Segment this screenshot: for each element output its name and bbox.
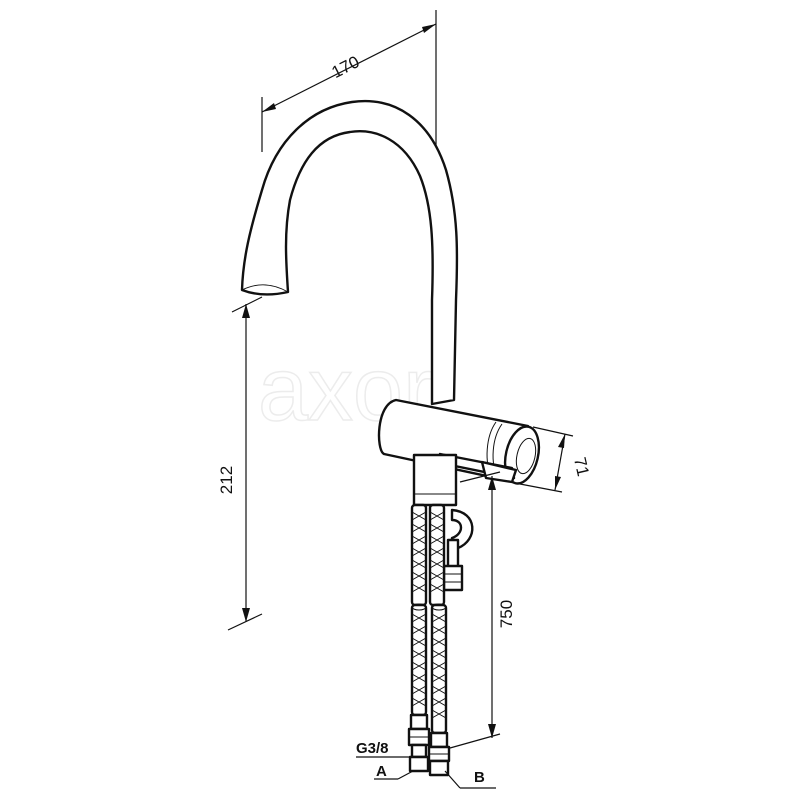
dimension-750 [449, 471, 501, 749]
lever-handle [438, 452, 518, 484]
mounting-shank [412, 453, 474, 592]
dimension-212-label: 212 [217, 466, 236, 494]
dimension-170-label: 170 [329, 52, 363, 82]
dimension-212 [227, 296, 263, 631]
fitting-a [407, 713, 431, 773]
dimension-71-label: 71 [570, 455, 593, 478]
fitting-b [427, 731, 451, 777]
connection-a-callout [374, 770, 414, 780]
dimension-170 [261, 10, 437, 152]
spout [240, 99, 459, 406]
thread-label: G3/8 [356, 740, 389, 757]
connection-b-callout [444, 770, 496, 789]
connection-b-label: B [474, 769, 485, 786]
hose-b [428, 503, 448, 735]
dimension-750-label: 750 [497, 600, 516, 628]
connection-a-label: A [376, 763, 387, 780]
spout-outlet [241, 284, 289, 293]
hose-a [410, 503, 428, 717]
dimension-71 [519, 426, 574, 493]
faucet-body [377, 398, 541, 485]
